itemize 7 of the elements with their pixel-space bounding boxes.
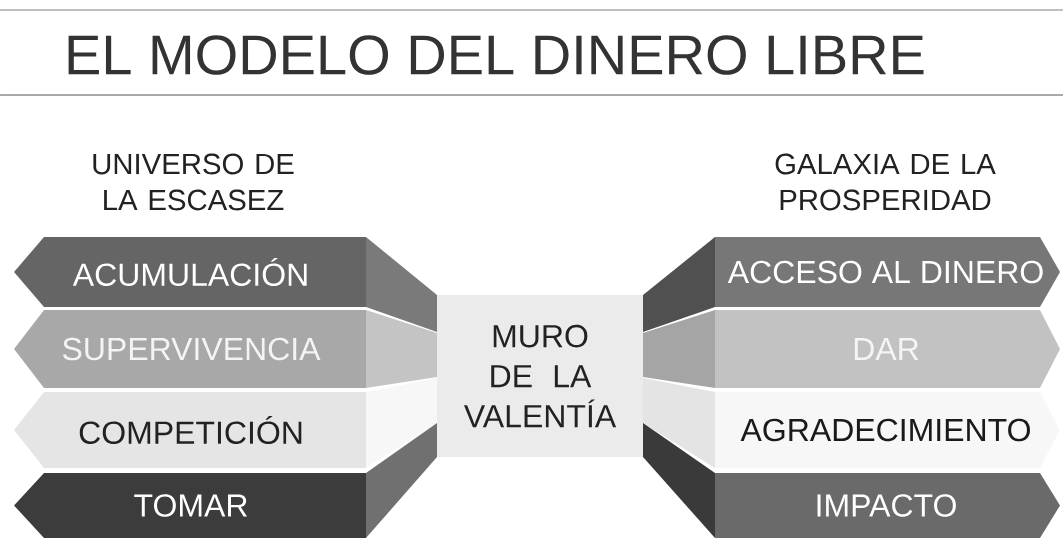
arrow-band: AGRADECIMIENTO <box>643 378 1060 468</box>
wall-box: MURO DE LA VALENTÍA <box>437 295 643 457</box>
arrow-band: ACCESO AL DINERO <box>643 237 1060 332</box>
title: EL MODELO DEL DINERO LIBRE <box>68 35 924 75</box>
arrow-band: SUPERVIVENCIA <box>14 310 437 388</box>
arrow-band: ACUMULACIÓN <box>14 237 437 332</box>
arrow-band: COMPETICIÓN <box>14 378 437 468</box>
